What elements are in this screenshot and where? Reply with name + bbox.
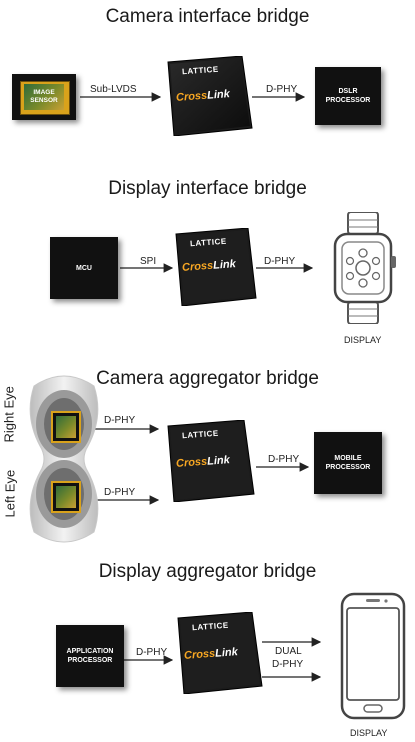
mcu-box: MCU	[50, 237, 118, 299]
chip-name-link-1: Link	[206, 88, 231, 102]
crosslink-chip-3: LATTICE CrossLink	[162, 419, 256, 503]
mobile-processor: MOBILE PROCESSOR	[314, 432, 382, 494]
smartphone-icon	[340, 592, 406, 720]
crosslink-chip-2: LATTICE CrossLink	[170, 227, 258, 307]
chip-graphic-2	[175, 227, 257, 307]
section-title-display-interface: Display interface bridge	[108, 178, 307, 199]
chip-graphic-4	[177, 611, 263, 695]
sensor-die: IMAGE SENSOR	[24, 84, 64, 110]
right-eye-sensor	[51, 411, 81, 443]
right-eye-label: Right Eye	[1, 386, 17, 443]
mobile-processor-label: MOBILE PROCESSOR	[325, 455, 371, 471]
dslr-processor: DSLR PROCESSOR	[315, 67, 381, 125]
chip-name-link-2: Link	[212, 258, 237, 272]
application-processor-label: APPLICATION PROCESSOR	[66, 648, 114, 664]
display-caption-1: DISPLAY	[344, 335, 382, 345]
headset-graphic	[24, 366, 104, 552]
chip-name-cross-2: Cross	[181, 259, 214, 274]
sublvds-label: Sub-LVDS	[90, 84, 137, 95]
chip-name-link-3: Link	[206, 454, 231, 468]
spi-label: SPI	[140, 256, 157, 267]
section-title-camera-interface: Camera interface bridge	[105, 6, 310, 27]
chip-name-link-4: Link	[214, 646, 239, 660]
dphy-label-left-eye: D-PHY	[104, 487, 136, 498]
sensor-label: IMAGE SENSOR	[30, 89, 58, 104]
smartwatch-icon	[332, 211, 398, 325]
section-title-camera-aggregator: Camera aggregator bridge	[96, 368, 319, 389]
application-processor: APPLICATION PROCESSOR	[56, 625, 124, 687]
chip-graphic-3	[167, 419, 255, 503]
display-caption-2: DISPLAY	[350, 728, 388, 738]
dphy-label-2: D-PHY	[264, 256, 296, 267]
chip-name-cross-4: Cross	[183, 647, 216, 662]
dphy-label-1: D-PHY	[266, 84, 298, 95]
section-title-display-aggregator: Display aggregator bridge	[98, 561, 317, 582]
dphy-label-right-eye: D-PHY	[104, 415, 136, 426]
chip-name-cross-3: Cross	[175, 455, 208, 470]
dual-label: DUAL	[275, 646, 302, 657]
crosslink-chip-4: LATTICE CrossLink	[172, 611, 264, 695]
chip-name-cross-1: Cross	[175, 89, 208, 104]
dphy-label-3: D-PHY	[268, 454, 300, 465]
crosslink-chip-1: LATTICE CrossLink	[162, 55, 254, 137]
mcu-label: MCU	[76, 264, 92, 272]
dslr-processor-label: DSLR PROCESSOR	[325, 88, 371, 104]
left-eye-sensor	[51, 481, 81, 513]
dphy-label-4: D-PHY	[136, 647, 168, 658]
left-eye-label: Left Eye	[2, 469, 18, 518]
image-sensor: IMAGE SENSOR	[12, 74, 76, 120]
dual-dphy-label: D-PHY	[272, 659, 304, 670]
chip-graphic-1	[167, 55, 253, 137]
